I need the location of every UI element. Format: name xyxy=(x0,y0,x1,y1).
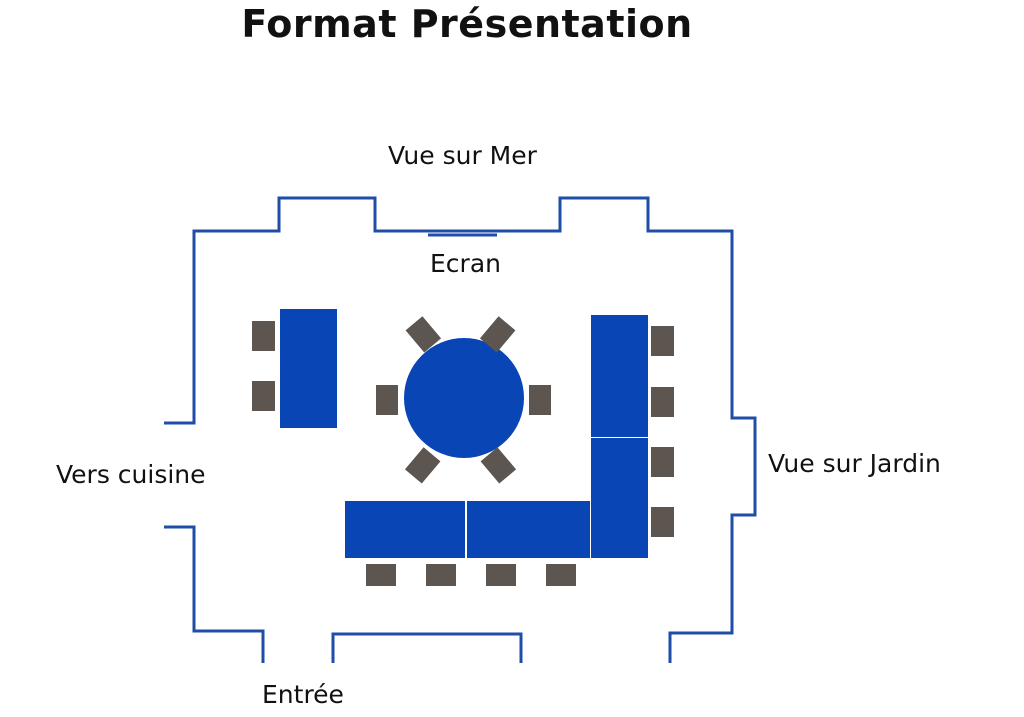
sea-view-label: Vue sur Mer xyxy=(388,141,537,170)
chair xyxy=(366,564,396,586)
tables xyxy=(280,309,648,558)
chair xyxy=(651,387,674,417)
chair xyxy=(651,326,674,356)
chair xyxy=(486,564,516,586)
round-table xyxy=(404,338,524,458)
chair xyxy=(546,564,576,586)
chair xyxy=(479,316,516,353)
entrance-label: Entrée xyxy=(262,680,344,709)
chair xyxy=(529,385,551,415)
kitchen-label: Vers cuisine xyxy=(56,460,206,489)
garden-view-label: Vue sur Jardin xyxy=(768,449,941,478)
page-title: Format Présentation xyxy=(241,2,693,46)
chair xyxy=(404,447,441,484)
chair xyxy=(376,385,398,415)
chair xyxy=(651,507,674,537)
chair xyxy=(405,316,442,353)
screen-label: Ecran xyxy=(430,249,501,278)
wall-outline-lower-mid xyxy=(331,632,523,663)
table-bottom-left xyxy=(345,501,465,558)
chair xyxy=(480,447,517,484)
wall-outline-lower-left xyxy=(164,525,265,663)
table-right-lower xyxy=(591,438,648,558)
table-right-upper xyxy=(591,315,648,437)
chairs xyxy=(252,316,674,586)
wall-outline-main xyxy=(164,196,757,663)
chair xyxy=(651,447,674,477)
chair xyxy=(252,321,275,351)
chair xyxy=(252,381,275,411)
table-bottom-middle xyxy=(467,501,590,558)
table-left xyxy=(280,309,337,428)
chair xyxy=(426,564,456,586)
room-walls xyxy=(164,196,757,663)
